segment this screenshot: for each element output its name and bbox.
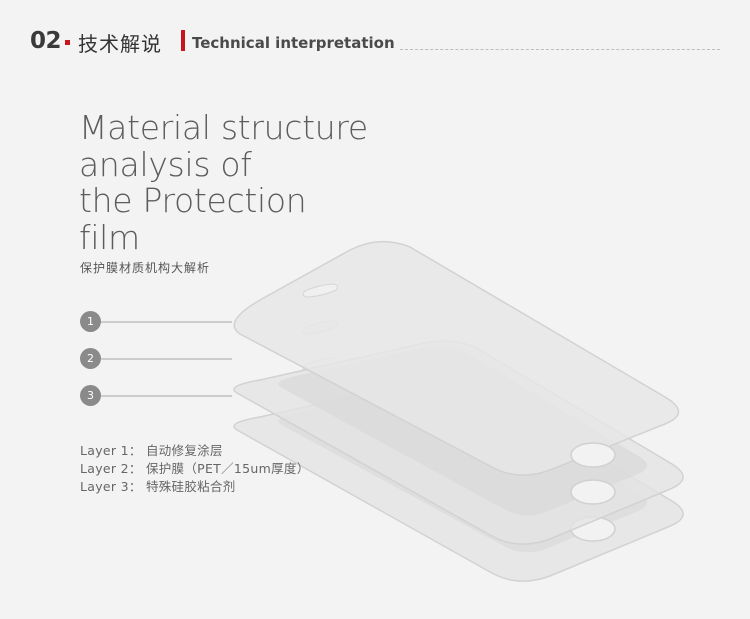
- section-title-cn: 技术解说: [78, 32, 162, 56]
- accent-bar: [181, 30, 185, 51]
- layer-legend: Layer 1： 自动修复涂层 Layer 2： 保护膜（PET／15um厚度）…: [80, 442, 310, 496]
- film-layer-1: [233, 241, 680, 476]
- layer-marker-1: 1: [80, 311, 101, 332]
- layer-description-1: Layer 1： 自动修复涂层: [80, 443, 223, 458]
- header-divider: [400, 49, 720, 50]
- layer-description-3: Layer 3： 特殊硅胶粘合剂: [80, 479, 236, 494]
- layer-marker-2: 2: [80, 348, 101, 369]
- layer-description-2: Layer 2： 保护膜（PET／15um厚度）: [80, 461, 310, 476]
- title-line: the Protection: [79, 181, 307, 220]
- title-line: Material structure: [79, 108, 368, 147]
- layer-marker-3: 3: [80, 385, 101, 406]
- section-title-en: Technical interpretation: [192, 34, 395, 52]
- accent-dot: [65, 40, 70, 45]
- page-subtitle: 保护膜材质机构大解析: [80, 261, 211, 275]
- title-line: analysis of: [79, 144, 252, 184]
- section-number: 02: [30, 28, 62, 54]
- section-header: 02 技术解说 Technical interpretation: [30, 26, 720, 56]
- page-title: Material structure analysis of the Prote…: [79, 108, 409, 257]
- title-line: film: [79, 217, 140, 257]
